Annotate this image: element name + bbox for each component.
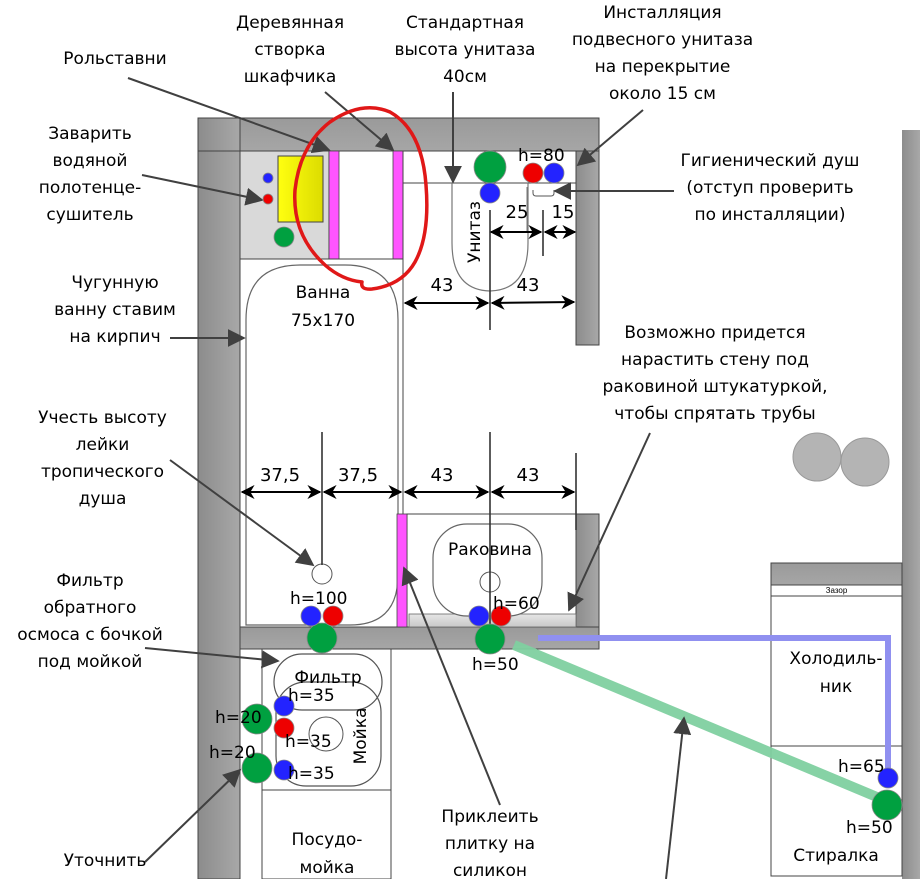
- label-washer: Стиралка: [793, 846, 879, 866]
- label-dishwasher: Посудо- мойка: [291, 830, 363, 878]
- height-bath-mixer: h=100: [290, 589, 348, 609]
- shutter-left: [328, 150, 340, 260]
- label-cast-iron-bath: Чугунную ванну ставим на кирпич: [54, 273, 176, 347]
- wall-right-toilet: [575, 150, 600, 346]
- cold-water-point: [262, 172, 274, 184]
- cold-water-route: [538, 635, 891, 775]
- label-washbasin: Раковина: [448, 540, 532, 560]
- cold-water-point: [543, 162, 565, 184]
- height-sink-hot: h=35: [285, 732, 332, 752]
- cold-water-point: [479, 182, 501, 204]
- height-kitchen-drain-1: h=20: [215, 708, 262, 728]
- hot-water-point: [273, 717, 295, 739]
- height-filter-cold: h=35: [288, 686, 335, 706]
- hot-water-point: [522, 162, 544, 184]
- annotation-arrows: [127, 77, 692, 879]
- label-sink: Мойка: [351, 707, 371, 765]
- dim-toilet-row-left: 43: [430, 275, 454, 296]
- label-bath: Ванна 75x170: [290, 283, 356, 331]
- door-wood-right: [392, 150, 404, 260]
- label-toilet-height: Стандартная высота унитаза 40см: [394, 13, 536, 87]
- label-roller-shutters: Рольставни: [63, 49, 167, 69]
- cold-water-point: [273, 695, 295, 717]
- label-hygienic-shower: Гигиенический душ (отступ проверить по и…: [680, 151, 860, 225]
- label-tile-silicone: Приклеить плитку на силикон: [441, 807, 539, 881]
- sewer-point: [273, 226, 295, 248]
- height-toilet-supply: h=80: [518, 146, 565, 166]
- sewer-point: [871, 789, 903, 821]
- hygienic-shower-hose: [532, 190, 555, 197]
- label-rain-shower: Учесть высоту лейки тропического душа: [38, 408, 167, 509]
- dim-toilet-25: 25: [505, 202, 529, 223]
- sewer-point: [306, 622, 338, 654]
- shower-drain: [311, 563, 333, 585]
- label-osmosis-filter: Фильтр обратного осмоса с бочкой под мой…: [17, 571, 163, 672]
- riser-pipe-2: [840, 437, 890, 487]
- cold-water-point: [273, 759, 295, 781]
- red-markup-circle: [293, 106, 429, 291]
- dim-bath-left: 37,5: [259, 465, 301, 486]
- label-wall-plaster: Возможно придется нарастить стену под ра…: [602, 323, 828, 424]
- hot-water-point: [490, 605, 512, 627]
- sewer-point: [241, 703, 273, 735]
- dim-bath-right: 37,5: [337, 465, 379, 486]
- label-towel-dryer: Заварить водяной полотенце- сушитель: [38, 124, 142, 225]
- label-installation: Инсталляция подвесного унитаза на перекр…: [571, 3, 754, 104]
- hot-water-point: [262, 193, 274, 205]
- height-kitchen-drain-2: h=20: [209, 743, 256, 763]
- height-sink-cold: h=35: [288, 764, 335, 784]
- label-fridge: Холодиль- ник: [789, 649, 883, 697]
- label-clarify: Уточнить: [63, 851, 147, 871]
- dim-toilet-15: 15: [551, 202, 575, 223]
- label-filter: Фильтр: [294, 668, 362, 688]
- riser-pipe-1: [792, 432, 842, 482]
- dim-toilet-row-right: 43: [516, 275, 540, 296]
- osmosis-filter: [273, 653, 383, 711]
- fridge: [770, 595, 903, 747]
- cold-water-point: [300, 605, 322, 627]
- label-wooden-door: Деревянная створка шкафчика: [235, 13, 345, 87]
- sewer-point: [473, 150, 507, 184]
- wall-top: [197, 117, 600, 152]
- dim-sink-row-left: 43: [430, 465, 454, 486]
- hot-water-point: [322, 605, 344, 627]
- height-washer-supply: h=65: [838, 757, 885, 777]
- dimension-lines: [240, 210, 577, 627]
- wall-left: [197, 117, 241, 879]
- sewer-route: [512, 640, 886, 805]
- cold-water-point: [468, 605, 490, 627]
- height-washer-drain: h=50: [846, 818, 893, 838]
- cold-water-point: [877, 767, 899, 789]
- height-washbasin-supply: h=60: [493, 594, 540, 614]
- kitchen-sink-drain: [308, 716, 344, 752]
- label-toilet: Унитаз: [465, 201, 485, 263]
- sewer-point: [241, 752, 273, 784]
- dim-sink-row-right: 43: [516, 465, 540, 486]
- height-washbasin-drain: h=50: [472, 655, 519, 675]
- label-gap: Зазор: [825, 586, 848, 595]
- sewer-point: [474, 623, 506, 655]
- wall-fridge-top: [770, 562, 903, 586]
- wall-far-right: [902, 130, 920, 879]
- pipe-points: [241, 150, 903, 821]
- dishwasher-cabinet: [261, 789, 392, 879]
